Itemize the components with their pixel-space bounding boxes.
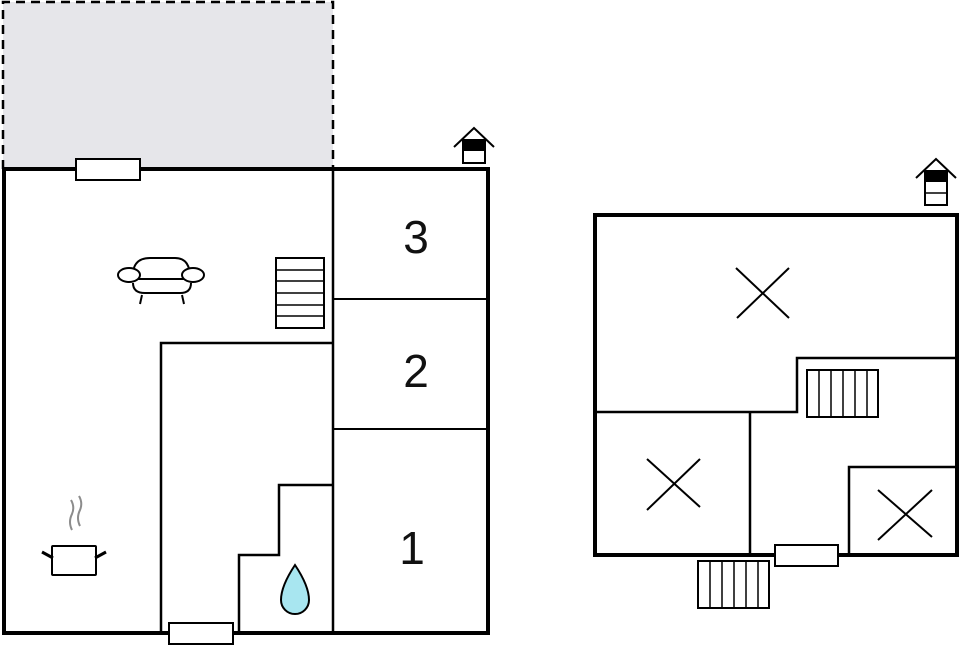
ground-floor-outer-wall (2, 167, 490, 635)
floor-level-icon (453, 126, 495, 164)
door (774, 544, 839, 567)
kitchen-pot-icon (41, 495, 107, 576)
upper-floor (593, 157, 959, 609)
stairs-icon (806, 369, 879, 418)
bathroom-water-drop-icon (279, 563, 311, 615)
upper-floor-outer-wall (593, 213, 959, 557)
room-x-marks (646, 267, 933, 541)
terrace-area (1, 0, 335, 169)
sofa-icon (117, 257, 205, 305)
exterior-stairs-icon (697, 560, 770, 609)
room-label-3: 3 (403, 211, 429, 263)
room-label-2: 2 (403, 345, 429, 397)
window (75, 158, 141, 181)
ground-floor (2, 126, 495, 645)
floor-level-icon (915, 157, 957, 206)
stairs-icon (275, 257, 325, 329)
room-label-1: 1 (399, 522, 425, 574)
entrance-door (168, 622, 234, 645)
